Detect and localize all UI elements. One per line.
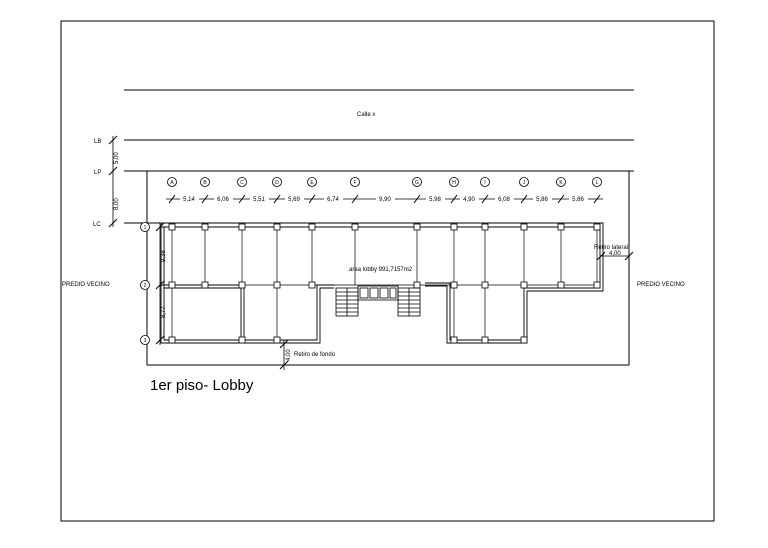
building-outline [160, 222, 604, 344]
svg-text:E: E [310, 180, 314, 186]
axis-bubble-2: 2 [140, 280, 150, 290]
span-k-l: 5,86 [572, 197, 584, 203]
sheet-border [60, 20, 715, 522]
svg-text:3: 3 [144, 338, 147, 344]
lp-label: LP [94, 170, 101, 176]
axis-bubble-3: 3 [140, 335, 150, 345]
svg-text:B: B [203, 180, 207, 186]
axis-bubble-f: F [350, 177, 360, 187]
neighbor-left-label: PREDIO VECINO [62, 282, 110, 288]
svg-text:A: A [170, 180, 174, 186]
span-e-f: 6,74 [327, 197, 339, 203]
svg-text:G: G [415, 180, 419, 186]
svg-text:L: L [596, 180, 599, 186]
axis-bubble-k: K [556, 177, 566, 187]
svg-text:K: K [559, 180, 563, 186]
span-d-e: 5,69 [288, 197, 300, 203]
span-h-i: 4,90 [463, 197, 475, 203]
column-dim-ticks [168, 194, 601, 204]
axis-bubble-h: H [449, 177, 459, 187]
dim-tick [108, 218, 118, 228]
svg-text:D: D [275, 180, 279, 186]
span-i-j: 6,08 [498, 197, 510, 203]
front-setback-2: 8,00 [114, 198, 120, 210]
side-setback-value: 4,00 [609, 251, 621, 257]
span-b-c: 6,06 [217, 197, 229, 203]
svg-text:J: J [523, 180, 526, 186]
svg-text:F: F [353, 180, 356, 186]
span-g-h: 5,98 [429, 197, 441, 203]
svg-text:I: I [484, 180, 485, 186]
svg-text:H: H [452, 180, 456, 186]
axis-bubble-j: J [519, 177, 529, 187]
lc-label: LC [93, 222, 101, 228]
dim-tick [279, 360, 289, 370]
dim-tick [624, 251, 634, 261]
dim-tick [279, 339, 289, 349]
dim-tick [108, 135, 118, 145]
dim-tick [108, 166, 118, 176]
structural-grid [164, 227, 598, 340]
dim-tick [596, 251, 606, 261]
front-setback-1: 5,00 [114, 152, 120, 164]
lobby-area-label: area lobby 991,7157m2 [349, 267, 413, 273]
rear-setback-label: Retiro de fondo [294, 352, 336, 358]
axis-bubble-g: G [412, 177, 422, 187]
column-axes: A B C D E F G H I J K L [167, 177, 602, 187]
row-axes: 1 2 3 [140, 222, 150, 345]
span-c-d: 5,51 [253, 197, 265, 203]
axis-bubble-b: B [200, 177, 210, 187]
column-span-labels: 5,14 6,06 5,51 5,69 6,74 9,90 5,98 4,90 … [180, 194, 588, 203]
axis-bubble-1: 1 [140, 222, 150, 232]
axis-bubble-e: E [307, 177, 317, 187]
svg-text:C: C [240, 180, 244, 186]
lot-boundary [146, 171, 630, 366]
rear-setback-value: 4,00 [286, 349, 292, 361]
neighbor-right-label: PREDIO VECINO [637, 282, 685, 288]
axis-bubble-c: C [237, 177, 247, 187]
span-j-k: 5,86 [536, 197, 548, 203]
axis-bubble-i: I [480, 177, 490, 187]
columns [168, 223, 601, 344]
lb-label: LB [94, 139, 101, 145]
axis-bubble-a: A [167, 177, 177, 187]
vertical-circulation-core [335, 285, 421, 317]
svg-text:1: 1 [144, 225, 147, 231]
drawing-title: 1er piso- Lobby [150, 377, 254, 394]
street-label: Calle x [357, 112, 375, 118]
axis-bubble-d: D [272, 177, 282, 187]
side-setback-label: Retiro lateral [594, 245, 628, 251]
span-f-g: 9,90 [379, 197, 391, 203]
axis-bubble-l: L [592, 177, 602, 187]
row-dim-ticks [155, 222, 165, 345]
svg-text:2: 2 [144, 283, 147, 289]
span-a-b: 5,14 [183, 197, 195, 203]
